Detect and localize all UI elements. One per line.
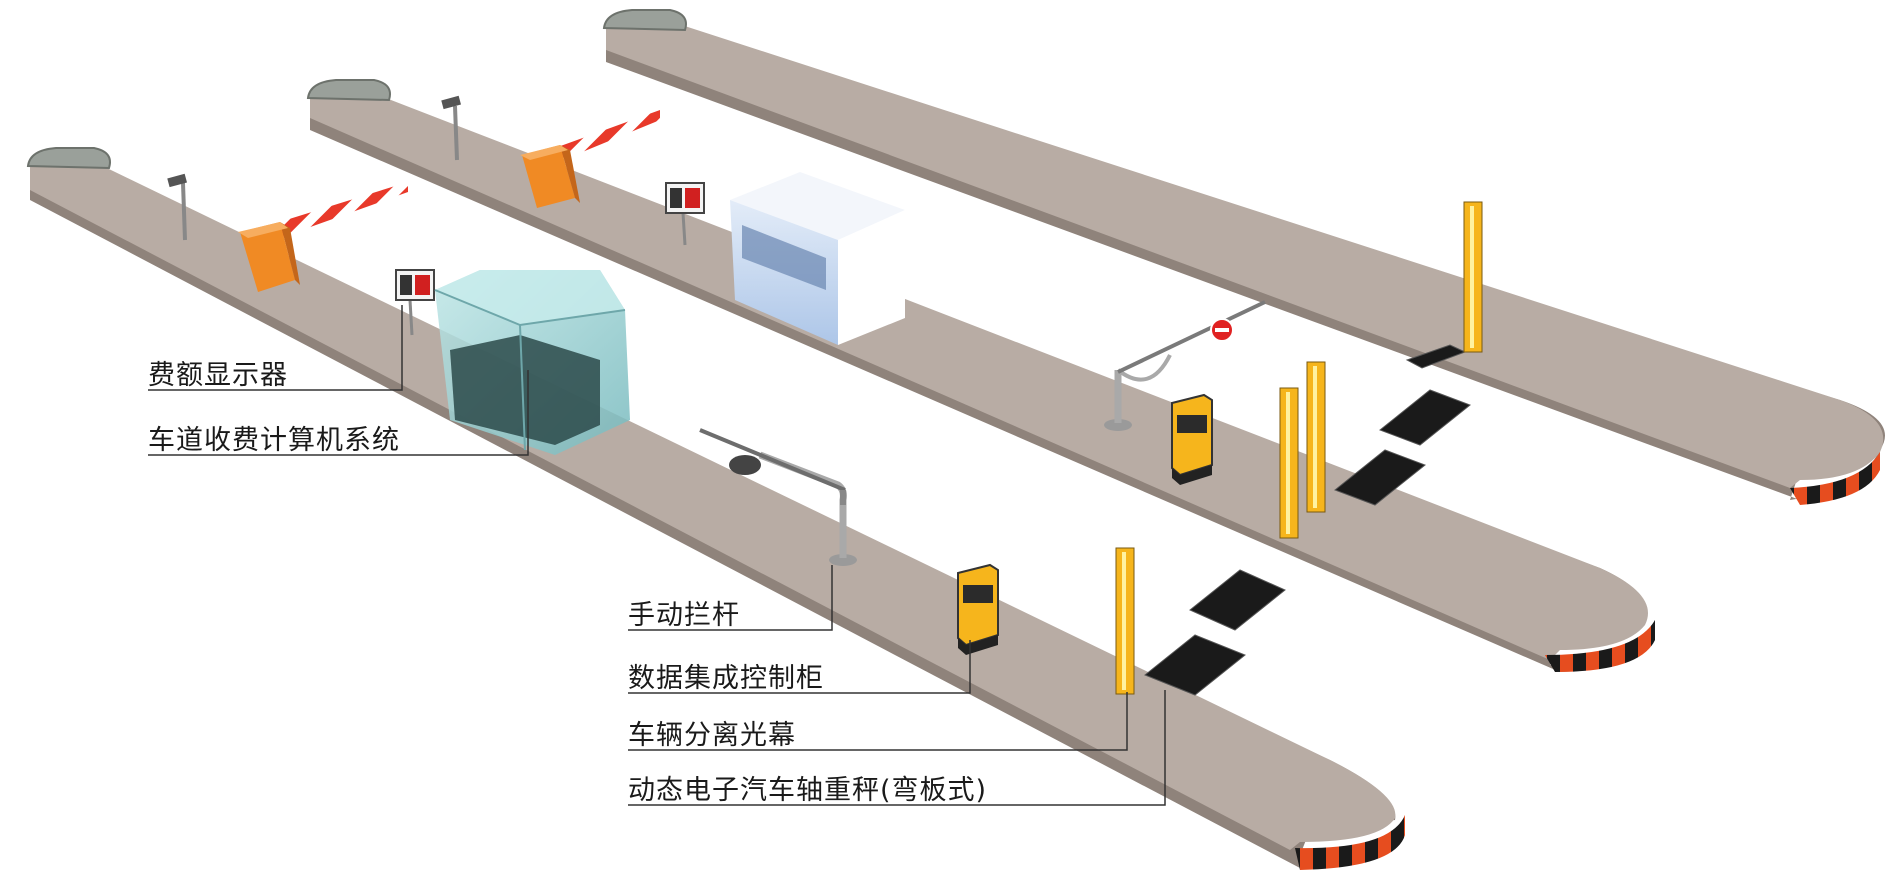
- label-light-curtain: 车辆分离光幕: [628, 720, 796, 751]
- stop-sign-icon: [1210, 318, 1234, 342]
- label-axle-scale: 动态电子汽车轴重秤(弯板式): [628, 775, 988, 806]
- blue-booth-icon: [730, 172, 905, 345]
- weighing-plate-icon: [1144, 344, 1471, 696]
- callout-lines: [148, 305, 1166, 806]
- control-cabinet-icon: [957, 393, 1213, 655]
- label-data-cabinet: 数据集成控制柜: [628, 663, 824, 694]
- lane-back: [602, 9, 1885, 505]
- light-curtain-icon: [1115, 201, 1483, 695]
- lamp-post-icon: [167, 95, 461, 241]
- fee-display-icon: [395, 182, 705, 336]
- lane-front: [26, 147, 1405, 870]
- barrier-gate-icon: [238, 110, 660, 292]
- lane-middle: [306, 79, 1655, 672]
- label-lane-toll-system: 车道收费计算机系统: [148, 425, 400, 456]
- label-fee-display: 费额显示器: [148, 360, 288, 391]
- glass-booth-icon: [434, 270, 630, 455]
- manual-barrier-icon: [699, 300, 1266, 566]
- label-manual-barrier: 手动拦杆: [628, 600, 740, 631]
